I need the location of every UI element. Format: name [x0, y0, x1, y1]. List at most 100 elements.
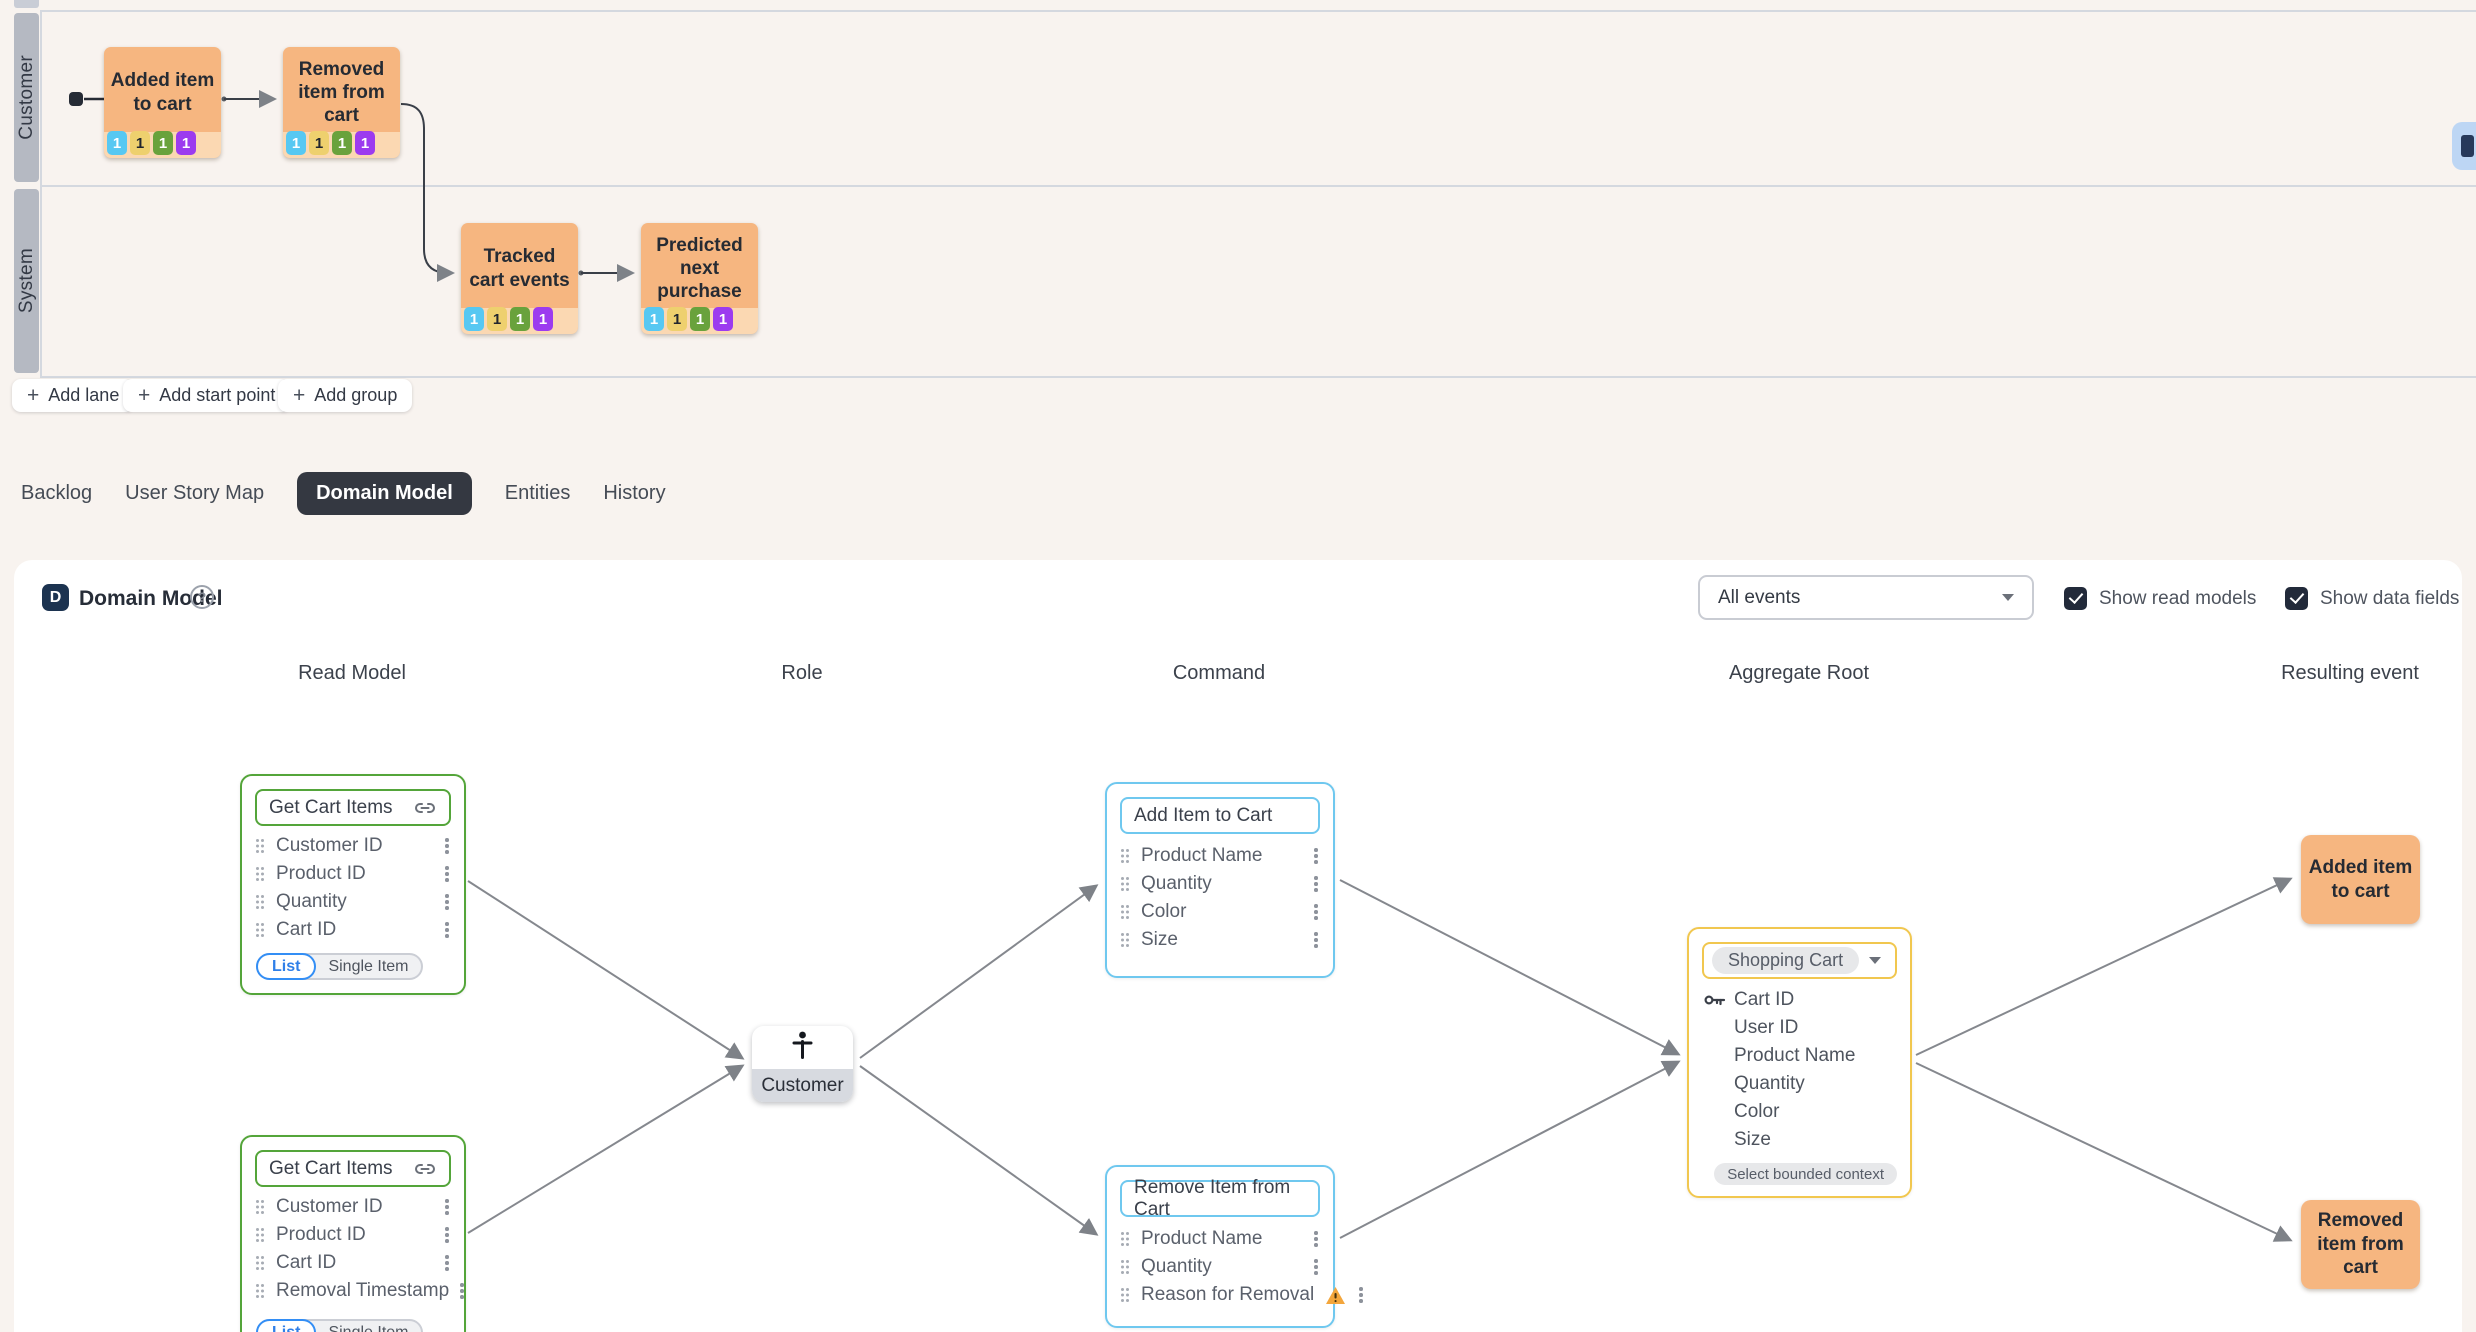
sticky-note-added-item[interactable]: Added item to cart 1 1 1 1 — [104, 47, 221, 158]
drag-handle-icon[interactable] — [1121, 876, 1130, 892]
kebab-menu-icon[interactable] — [1314, 903, 1319, 921]
show-read-models-toggle[interactable]: Show read models — [2064, 587, 2256, 610]
kebab-menu-icon[interactable] — [445, 921, 450, 939]
kebab-menu-icon[interactable] — [1314, 1258, 1319, 1276]
count-badge-yellow[interactable]: 1 — [309, 131, 329, 155]
column-header-command: Command — [1172, 662, 1266, 684]
count-badge-cyan[interactable]: 1 — [107, 131, 127, 155]
count-badge-cyan[interactable]: 1 — [644, 307, 664, 331]
kebab-menu-icon[interactable] — [1314, 931, 1319, 949]
drag-handle-icon[interactable] — [256, 838, 265, 854]
count-badge-green[interactable]: 1 — [153, 131, 173, 155]
read-model-title-input[interactable]: Get Cart Items — [255, 789, 451, 826]
command-title-input[interactable]: Add Item to Cart — [1120, 797, 1320, 834]
kebab-menu-icon[interactable] — [445, 1226, 450, 1244]
field-row: Customer ID — [256, 1193, 450, 1221]
events-filter-select[interactable]: All events — [1698, 575, 2034, 620]
select-bounded-context-button[interactable]: Select bounded context — [1714, 1163, 1897, 1185]
drag-handle-icon[interactable] — [256, 922, 265, 938]
add-lane-button[interactable]: + Add lane — [12, 379, 135, 412]
kebab-menu-icon[interactable] — [445, 865, 450, 883]
lane-handle-system[interactable]: System — [14, 189, 39, 373]
view-tabs: Backlog User Story Map Domain Model Enti… — [21, 466, 666, 520]
aggregate-field-label: User ID — [1734, 1017, 1799, 1038]
tab-backlog[interactable]: Backlog — [21, 481, 93, 504]
toggle-option-single-item[interactable]: Single Item — [328, 957, 409, 975]
drag-handle-icon[interactable] — [256, 1283, 265, 1299]
read-model-card[interactable]: Get Cart Items Customer ID Product ID Qu… — [240, 774, 466, 995]
kebab-menu-icon[interactable] — [445, 837, 450, 855]
count-badge-yellow[interactable]: 1 — [487, 307, 507, 331]
kebab-menu-icon[interactable] — [445, 893, 450, 911]
sticky-note-tracked-events[interactable]: Tracked cart events 1 1 1 1 — [461, 223, 578, 334]
sticky-note-removed-item[interactable]: Removed item from cart 1 1 1 1 — [283, 47, 400, 158]
command-card[interactable]: Remove Item from Cart Product Name Quant… — [1105, 1165, 1363, 1328]
count-badge-yellow[interactable]: 1 — [667, 307, 687, 331]
drag-handle-icon[interactable] — [256, 1199, 265, 1215]
role-node-customer[interactable]: Customer — [752, 1026, 853, 1102]
kebab-menu-icon[interactable] — [1314, 847, 1319, 865]
tab-entities[interactable]: Entities — [504, 481, 571, 504]
tab-user-story-map[interactable]: User Story Map — [125, 481, 265, 504]
domain-model-icon: D — [42, 584, 69, 611]
count-badge-purple[interactable]: 1 — [176, 131, 196, 155]
kebab-menu-icon[interactable] — [1314, 1230, 1319, 1248]
resulting-event-added[interactable]: Added item to cart — [2301, 835, 2420, 924]
help-icon[interactable]: ? — [190, 585, 214, 609]
show-data-fields-toggle[interactable]: Show data fields — [2285, 587, 2459, 610]
count-badge-yellow[interactable]: 1 — [130, 131, 150, 155]
tab-domain-model[interactable]: Domain Model — [297, 471, 472, 515]
drag-handle-icon[interactable] — [256, 894, 265, 910]
field-label: Customer ID — [276, 1196, 383, 1217]
kebab-menu-icon[interactable] — [445, 1254, 450, 1272]
checkbox-checked-icon[interactable] — [2285, 587, 2308, 610]
drag-handle-icon[interactable] — [1121, 848, 1130, 864]
toggle-option-single-item[interactable]: Single Item — [328, 1323, 409, 1332]
aggregate-root-card[interactable]: Shopping Cart Cart ID User ID Product Na… — [1687, 927, 1912, 1198]
toggle-option-list[interactable]: List — [256, 1319, 317, 1332]
checkbox-checked-icon[interactable] — [2064, 587, 2087, 610]
count-badge-purple[interactable]: 1 — [713, 307, 733, 331]
count-badge-cyan[interactable]: 1 — [286, 131, 306, 155]
drag-handle-icon[interactable] — [256, 1255, 265, 1271]
count-badge-green[interactable]: 1 — [332, 131, 352, 155]
resulting-event-removed[interactable]: Removed item from cart — [2301, 1200, 2420, 1289]
warning-icon[interactable] — [1325, 1286, 1346, 1305]
add-start-point-button[interactable]: + Add start point — [123, 379, 291, 412]
count-badge-cyan[interactable]: 1 — [464, 307, 484, 331]
drag-handle-icon[interactable] — [1121, 932, 1130, 948]
aggregate-select[interactable]: Shopping Cart — [1702, 942, 1897, 979]
kebab-menu-icon[interactable] — [445, 1198, 450, 1216]
toggle-option-list[interactable]: List — [256, 953, 317, 980]
start-point[interactable] — [69, 92, 83, 106]
command-title-input[interactable]: Remove Item from Cart — [1120, 1177, 1320, 1220]
drag-handle-icon[interactable] — [1121, 1259, 1130, 1275]
kebab-menu-icon[interactable] — [1314, 875, 1319, 893]
drag-handle-icon[interactable] — [256, 866, 265, 882]
read-model-card[interactable]: Get Cart Items Customer ID Product ID Ca… — [240, 1135, 466, 1332]
add-lane-label: Add lane — [48, 385, 120, 405]
read-model-title-input[interactable]: Get Cart Items — [255, 1150, 451, 1187]
drag-handle-icon[interactable] — [1121, 1287, 1130, 1303]
tab-history[interactable]: History — [603, 481, 666, 504]
link-icon[interactable] — [413, 1157, 437, 1181]
lane-handle-customer[interactable]: Customer — [14, 13, 39, 182]
link-icon[interactable] — [413, 796, 437, 820]
kebab-menu-icon[interactable] — [1359, 1286, 1364, 1304]
drag-handle-icon[interactable] — [1121, 1231, 1130, 1247]
count-badge-green[interactable]: 1 — [510, 307, 530, 331]
add-group-button[interactable]: + Add group — [278, 379, 413, 412]
edge-panel-button[interactable] — [2452, 122, 2476, 170]
aggregate-field-label: Color — [1734, 1101, 1780, 1122]
count-badge-purple[interactable]: 1 — [533, 307, 553, 331]
command-card[interactable]: Add Item to Cart Product Name Quantity C… — [1105, 782, 1335, 978]
sticky-note-predicted-purchase[interactable]: Predicted next purchase 1 1 1 1 — [641, 223, 758, 334]
drag-handle-icon[interactable] — [256, 1227, 265, 1243]
count-badge-green[interactable]: 1 — [690, 307, 710, 331]
count-badge-purple[interactable]: 1 — [355, 131, 375, 155]
aggregate-title-pill[interactable]: Shopping Cart — [1712, 947, 1860, 974]
aggregate-field-row: Size — [1704, 1126, 1896, 1154]
drag-handle-icon[interactable] — [1121, 904, 1130, 920]
kebab-menu-icon[interactable] — [460, 1282, 465, 1300]
